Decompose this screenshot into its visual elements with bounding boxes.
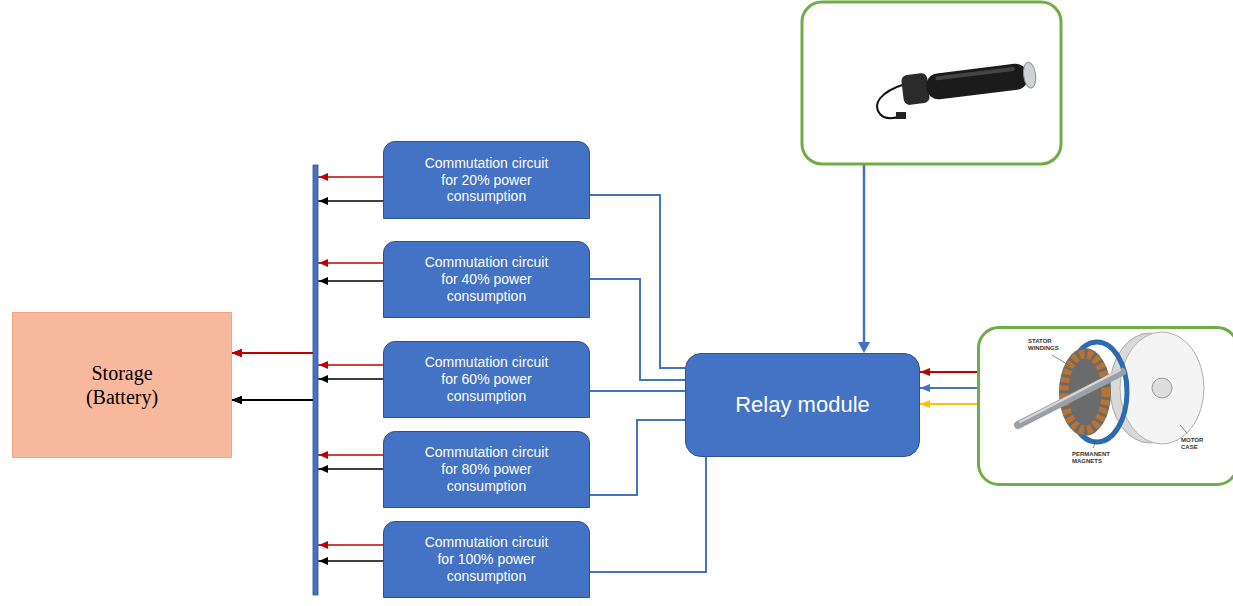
part-label: PERMANENT MAGNETS — [1072, 451, 1114, 465]
connector — [232, 177, 383, 353]
connector — [590, 195, 685, 368]
leader-line — [1180, 425, 1187, 433]
throttle-cable — [877, 84, 905, 118]
arrowhead — [858, 342, 870, 353]
connector — [590, 279, 685, 380]
arrowhead — [319, 173, 328, 181]
node-text: Commutation circuit for 20% power consum… — [417, 155, 557, 205]
arrowhead — [319, 277, 328, 285]
connector — [920, 387, 977, 389]
grip-highlight — [935, 67, 1015, 81]
process-box: Commutation circuit for 80% power consum… — [383, 431, 590, 508]
bus-bar — [313, 165, 318, 595]
part-label: STATOR WINDINGS — [1028, 338, 1062, 352]
node-text: Commutation circuit for 100% power consu… — [417, 534, 557, 584]
throttle-picture — [877, 59, 1037, 119]
leader-line — [1093, 441, 1096, 448]
connector — [920, 403, 977, 405]
connector — [232, 400, 383, 561]
node-text: Storage (Battery) — [72, 361, 172, 409]
process-box: Commutation circuit for 60% power consum… — [383, 341, 590, 418]
arrowhead — [319, 259, 328, 267]
process-box: Commutation circuit for 100% power consu… — [383, 521, 590, 598]
bus-arrowheads — [319, 173, 328, 565]
arrowhead — [319, 451, 328, 459]
relay-box: Relay module — [685, 353, 920, 457]
throttle-housing — [901, 73, 930, 106]
motor-shaft — [1018, 372, 1122, 425]
node-text: Relay module — [735, 392, 870, 418]
throttle-frame — [802, 2, 1061, 164]
arrowhead — [319, 375, 328, 383]
leader-line — [1052, 355, 1070, 366]
connector — [232, 201, 383, 400]
connector — [232, 263, 383, 353]
node-text: Commutation circuit for 80% power consum… — [417, 444, 557, 494]
connector — [232, 353, 383, 545]
connector — [232, 353, 383, 455]
motor-case — [1120, 332, 1204, 444]
throttle-grip — [925, 62, 1029, 100]
arrowhead — [319, 557, 328, 565]
arrowhead — [319, 541, 328, 549]
arrowhead — [319, 361, 328, 369]
connector — [590, 420, 685, 495]
cable-plug — [896, 112, 906, 119]
connector — [232, 281, 383, 400]
grip-end-cap — [1022, 61, 1037, 88]
throttle-signal-line — [863, 165, 866, 344]
node-text: Commutation circuit for 60% power consum… — [417, 354, 557, 404]
connector — [590, 457, 706, 572]
motor-frame: STATOR WINDINGS PERMANENT MAGNETS MOTOR CA… — [977, 326, 1233, 486]
connector — [590, 390, 685, 392]
motor-picture — [1018, 332, 1204, 448]
part-label: MOTOR CASE — [1181, 437, 1209, 451]
connector — [232, 379, 383, 400]
connector — [920, 371, 977, 373]
motor-hub — [1152, 378, 1172, 398]
connector — [232, 353, 383, 365]
process-box: Commutation circuit for 40% power consum… — [383, 241, 590, 318]
arrowhead — [319, 197, 328, 205]
node-text: Commutation circuit for 40% power consum… — [417, 254, 557, 304]
shaft-highlight — [1020, 370, 1120, 422]
storage-box: Storage (Battery) — [12, 312, 232, 458]
connector — [232, 400, 383, 469]
arrowhead — [319, 465, 328, 473]
process-box: Commutation circuit for 20% power consum… — [383, 141, 590, 219]
